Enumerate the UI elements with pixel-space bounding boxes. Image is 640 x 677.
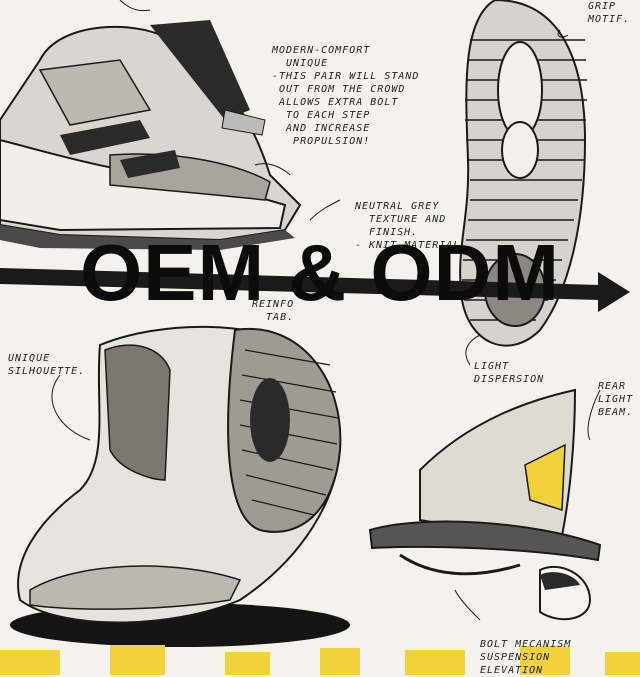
- shoe-sketch-bottom-left: [10, 325, 350, 647]
- note-neutral-grey: NEUTRAL GREY TEXTURE AND FINISH. - KNIT …: [355, 201, 461, 251]
- sole-sketch-top-right: [459, 0, 587, 347]
- shoe-sketch-top-left: [0, 20, 302, 250]
- note-modern-comfort: MODERN-COMFORT UNIQUE -THIS PAIR WILL ST…: [272, 45, 420, 147]
- marker-strip: [0, 645, 640, 675]
- arrow-head: [598, 272, 630, 312]
- note-rear-light-beam: REAR LIGHT BEAM.: [598, 381, 634, 418]
- note-unique-silhouette: UNIQUE SILHOUETTE.: [8, 353, 86, 377]
- overlay-title: OEM & ODM: [79, 228, 561, 317]
- note-reinforced-tab: REINFO TAB.: [252, 299, 295, 323]
- concept-sketch-bottom-right: [368, 388, 602, 621]
- leader-lines: [51, 0, 601, 621]
- note-bolt-mechanism: BOLT MECANISM SUSPENSION ELEVATION: [480, 639, 572, 676]
- note-light-dispersion: LIGHT DISPERSION: [474, 361, 545, 385]
- note-grip-motif: GRIP MOTIF.: [588, 1, 631, 25]
- arrow-line: [0, 268, 600, 300]
